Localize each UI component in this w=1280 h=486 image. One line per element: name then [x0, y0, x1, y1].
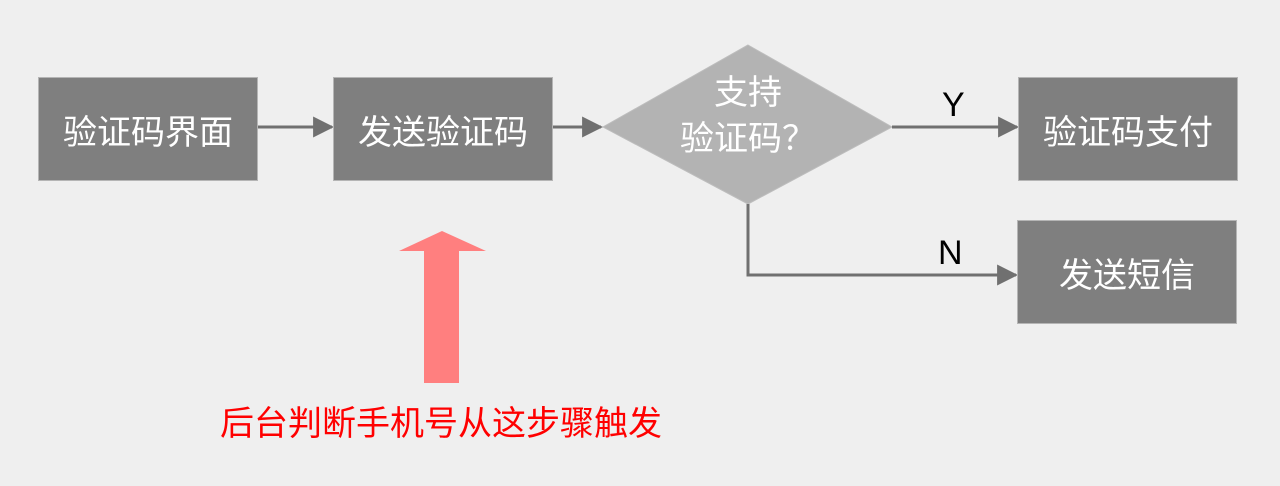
- connector-no-branch: [746, 204, 1019, 286]
- node-captcha-screen-label: 验证码界面: [63, 112, 233, 153]
- highlight-up-arrow: [399, 231, 486, 383]
- node-send-sms: 发送短信: [1017, 220, 1237, 324]
- branch-yes-label: Y: [942, 86, 965, 124]
- node-send-sms-label: 发送短信: [1059, 255, 1195, 296]
- node-captcha-pay: 验证码支付: [1018, 77, 1238, 181]
- decision-label: 支持 验证码？: [640, 70, 856, 162]
- node-captcha-pay-label: 验证码支付: [1043, 112, 1213, 153]
- node-send-captcha-label: 发送验证码: [358, 112, 528, 153]
- decision-label-line2: 验证码？: [680, 119, 816, 159]
- decision-label-line1: 支持: [714, 73, 782, 113]
- node-captcha-screen: 验证码界面: [38, 77, 258, 181]
- node-send-captcha: 发送验证码: [333, 77, 553, 181]
- branch-no-label: N: [938, 234, 963, 272]
- annotation-text: 后台判断手机号从这步骤触发: [220, 404, 662, 444]
